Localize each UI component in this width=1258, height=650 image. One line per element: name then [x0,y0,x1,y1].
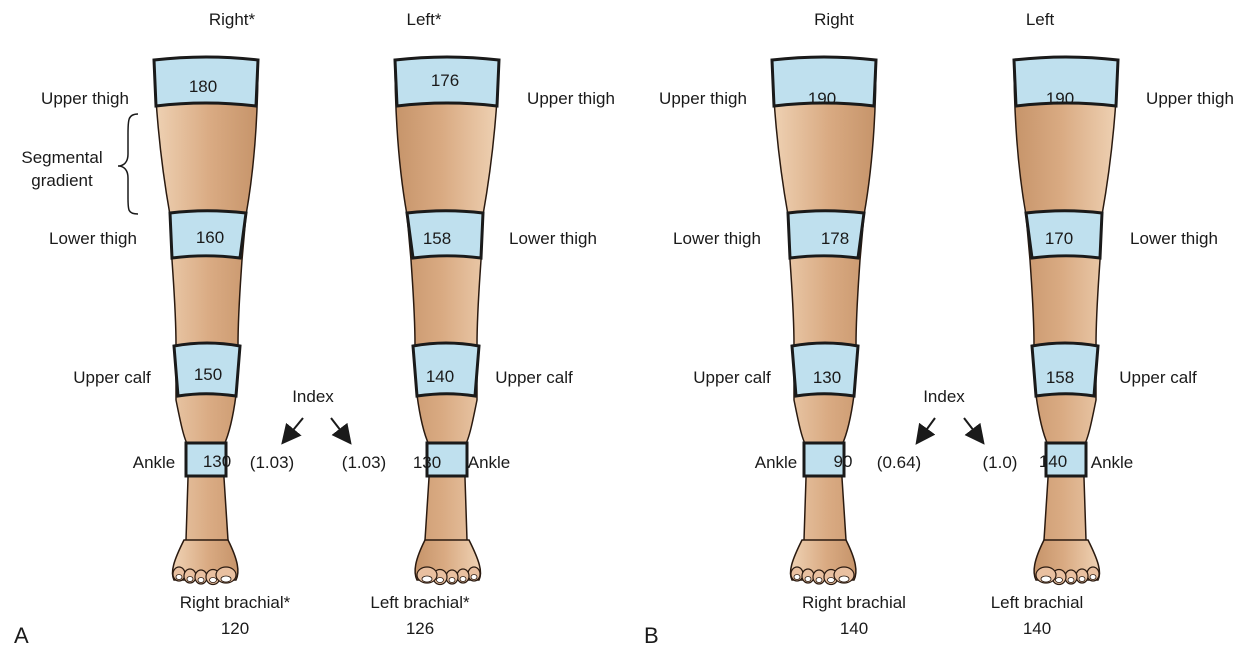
brachial-value: 140 [840,619,868,638]
cuff-value: 158 [423,229,451,248]
leg-b-right-header: Right [814,10,854,29]
brachial-value: 120 [221,619,249,638]
index-label: Index [923,387,965,406]
label-lower-thigh: Lower thigh [673,229,761,248]
brachial-label: Right brachial* [180,593,291,612]
brachial-label: Left brachial [991,593,1084,612]
label-ankle: Ankle [755,453,798,472]
label-upper-thigh: Upper thigh [41,89,129,108]
cuff-value: 158 [1046,368,1074,387]
panel-a: A Right* 180 160 150 130 Upper thigh Low… [14,10,615,648]
leg-a-right: Right* 180 160 150 130 Upper thigh Lower… [41,10,294,638]
brachial-value: 140 [1023,619,1051,638]
panel-a-letter: A [14,623,29,648]
label-lower-thigh: Lower thigh [1130,229,1218,248]
cuff-value: 130 [203,452,231,471]
index-arrow-right [919,418,935,440]
label-upper-calf: Upper calf [693,368,771,387]
label-upper-calf: Upper calf [73,368,151,387]
panel-b: B Right 190 178 130 90 Upper thigh Lower… [644,10,1234,648]
label-upper-calf: Upper calf [495,368,573,387]
cuff-value: 150 [194,365,222,384]
index-arrow-right [285,418,303,440]
index-arrow-left [331,418,348,440]
label-upper-calf: Upper calf [1119,368,1197,387]
brachial-label: Left brachial* [370,593,470,612]
cuff-value: 160 [196,228,224,247]
brachial-value: 126 [406,619,434,638]
cuff-value: 178 [821,229,849,248]
leg-a-left: Left* 176 158 140 130 Upper thigh Lower … [342,10,615,638]
cuff-value: 90 [834,452,853,471]
label-ankle: Ankle [133,453,176,472]
label-upper-thigh: Upper thigh [659,89,747,108]
label-upper-thigh: Upper thigh [527,89,615,108]
index-arrow-left [964,418,981,440]
segmental-label-1: Segmental [21,148,102,167]
cuff-value: 140 [1039,452,1067,471]
ankle-index: (1.03) [250,453,294,472]
cuff-value: 130 [813,368,841,387]
label-ankle: Ankle [468,453,511,472]
cuff-value: 190 [808,89,836,108]
label-lower-thigh: Lower thigh [49,229,137,248]
label-upper-thigh: Upper thigh [1146,89,1234,108]
panel-b-letter: B [644,623,659,648]
label-lower-thigh: Lower thigh [509,229,597,248]
ankle-index: (1.03) [342,453,386,472]
leg-b-left-header: Left [1026,10,1055,29]
index-label: Index [292,387,334,406]
leg-b-left: Left 190 170 158 140 Upper thigh Lower t… [983,10,1234,638]
segmental-brace [118,114,138,214]
leg-a-left-header: Left* [407,10,442,29]
cuff-value: 170 [1045,229,1073,248]
label-ankle: Ankle [1091,453,1134,472]
segmental-label-2: gradient [31,171,93,190]
cuff-value: 180 [189,77,217,96]
cuff-value: 190 [1046,89,1074,108]
leg-b-right: Right 190 178 130 90 Upper thigh Lower t… [659,10,921,638]
leg-a-right-header: Right* [209,10,256,29]
ankle-index: (1.0) [983,453,1018,472]
cuff-value: 176 [431,71,459,90]
brachial-label: Right brachial [802,593,906,612]
cuff-value: 130 [413,453,441,472]
cuff-value: 140 [426,367,454,386]
ankle-index: (0.64) [877,453,921,472]
